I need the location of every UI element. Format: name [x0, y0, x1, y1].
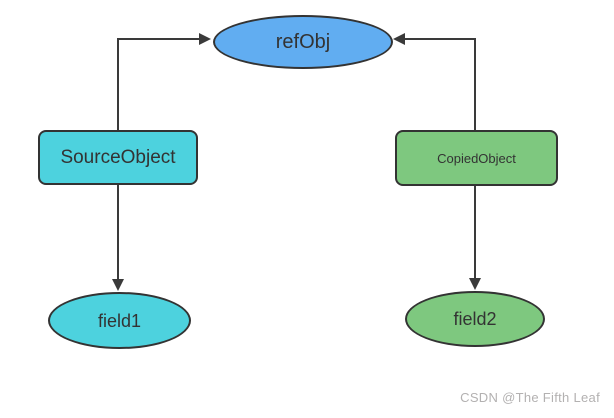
node-source-object-label: SourceObject [60, 147, 176, 168]
arrowhead-down-icon [469, 278, 481, 290]
node-refobj-label: refObj [275, 31, 331, 53]
node-copied-object: CopiedObject [395, 130, 558, 186]
watermark-text: CSDN @The Fifth Leaf [460, 390, 600, 405]
edge-source_object-to-field1 [112, 185, 124, 291]
node-field1: field1 [48, 292, 191, 349]
edge-source_object-to-ref_obj [117, 33, 211, 130]
node-field2: field2 [405, 291, 545, 347]
arrowhead-down-icon [112, 279, 124, 291]
edge-line [117, 38, 199, 130]
arrowhead-right-icon [199, 33, 211, 45]
node-copied-object-label: CopiedObject [437, 150, 516, 166]
edge-line [405, 38, 476, 130]
arrowhead-left-icon [393, 33, 405, 45]
edge-copied_object-to-field2 [469, 186, 481, 290]
node-source-object: SourceObject [38, 130, 198, 185]
node-field1-label: field1 [97, 310, 142, 331]
node-field2-label: field2 [453, 309, 497, 329]
edge-copied_object-to-ref_obj [393, 33, 476, 130]
node-refobj: refObj [213, 15, 393, 69]
